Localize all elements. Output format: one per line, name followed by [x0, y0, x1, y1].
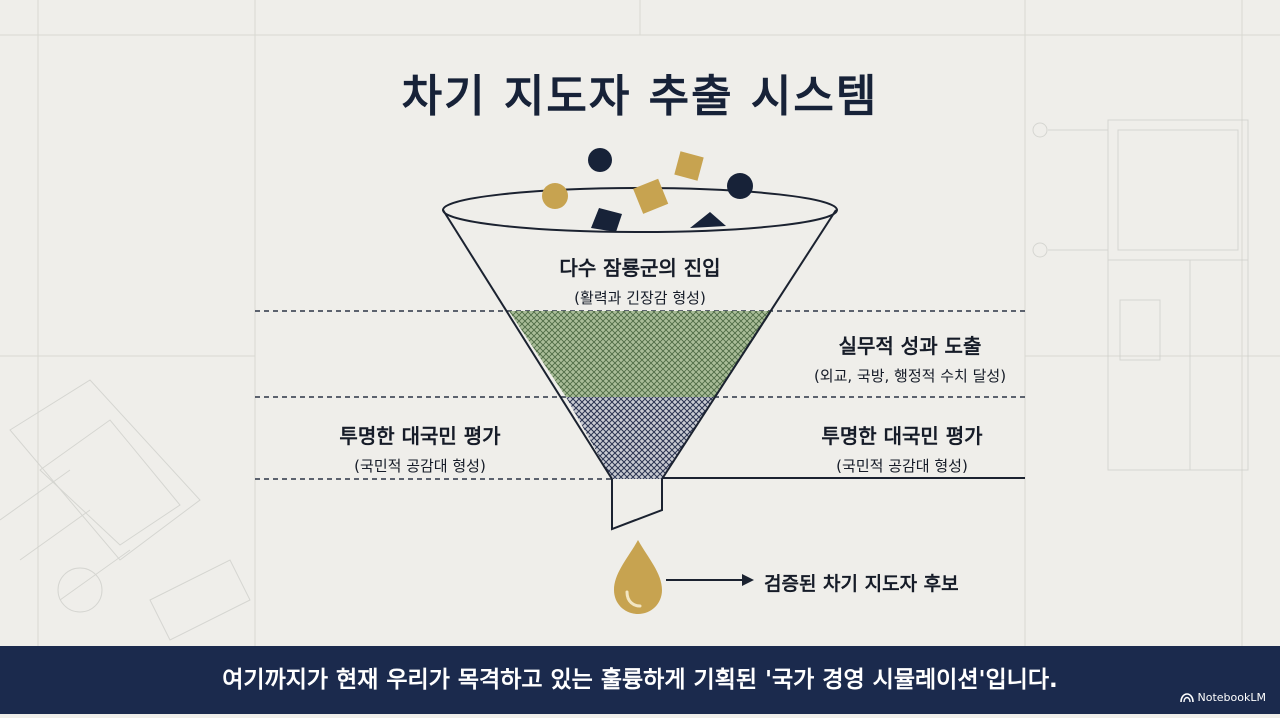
stage-sublabel: (국민적 공감대 형성): [836, 457, 968, 475]
stage-performance: 실무적 성과 도출 (외교, 국방, 행정적 수치 달성): [770, 330, 1050, 386]
output-arrow-icon: [666, 574, 754, 586]
blueprint-sketch-right: [1032, 119, 1249, 471]
stage-separators: [255, 310, 1025, 480]
stage-label: 투명한 대국민 평가: [821, 424, 983, 448]
subtitle-caption: 여기까지가 현재 우리가 목격하고 있는 훌륭하게 기획된 '국가 경영 시뮬레…: [222, 667, 1058, 693]
funnel-outline: [442, 209, 837, 531]
notebooklm-logo-icon: [1179, 692, 1194, 702]
blueprint-sketch-left: [0, 379, 251, 641]
stage-sublabel: (활력과 긴장감 형성): [574, 289, 706, 307]
stage-sublabel: (외교, 국방, 행정적 수치 달성): [813, 367, 1007, 385]
stage-label: 실무적 성과 도출: [838, 334, 982, 358]
caption-bar: 여기까지가 현재 우리가 목격하고 있는 훌륭하게 기획된 '국가 경영 시뮬레…: [0, 646, 1280, 714]
stage-evaluation-right: 투명한 대국민 평가 (국민적 공감대 형성): [782, 420, 1022, 476]
gold-square-icon: [633, 178, 669, 214]
entering-candidates: [542, 148, 753, 214]
brand-name: NotebookLM: [1197, 691, 1266, 704]
output-label: 검증된 차기 지도자 후보: [764, 573, 959, 595]
brand-watermark: NotebookLM: [1179, 691, 1266, 704]
gold-square-icon: [674, 151, 704, 181]
entering-candidates-back: [591, 208, 726, 232]
stage-sublabel: (국민적 공감대 형성): [354, 457, 486, 475]
stage-evaluation-left: 투명한 대국민 평가 (국민적 공감대 형성): [300, 420, 540, 476]
stage-label: 다수 잠룡군의 진입: [559, 256, 721, 280]
stage-entry: 다수 잠룡군의 진입 (활력과 긴장감 형성): [520, 252, 760, 308]
navy-circle-icon: [727, 173, 753, 199]
funnel-band-evaluation: [566, 397, 716, 479]
gold-circle-icon: [542, 183, 568, 209]
background-grid: [0, 0, 1280, 646]
stage-label: 투명한 대국민 평가: [339, 424, 501, 448]
funnel-band-performance: [509, 311, 772, 397]
page-title: 차기 지도자 추출 시스템: [401, 71, 879, 122]
output-drop-icon: [614, 540, 662, 614]
navy-circle-icon: [588, 148, 612, 172]
